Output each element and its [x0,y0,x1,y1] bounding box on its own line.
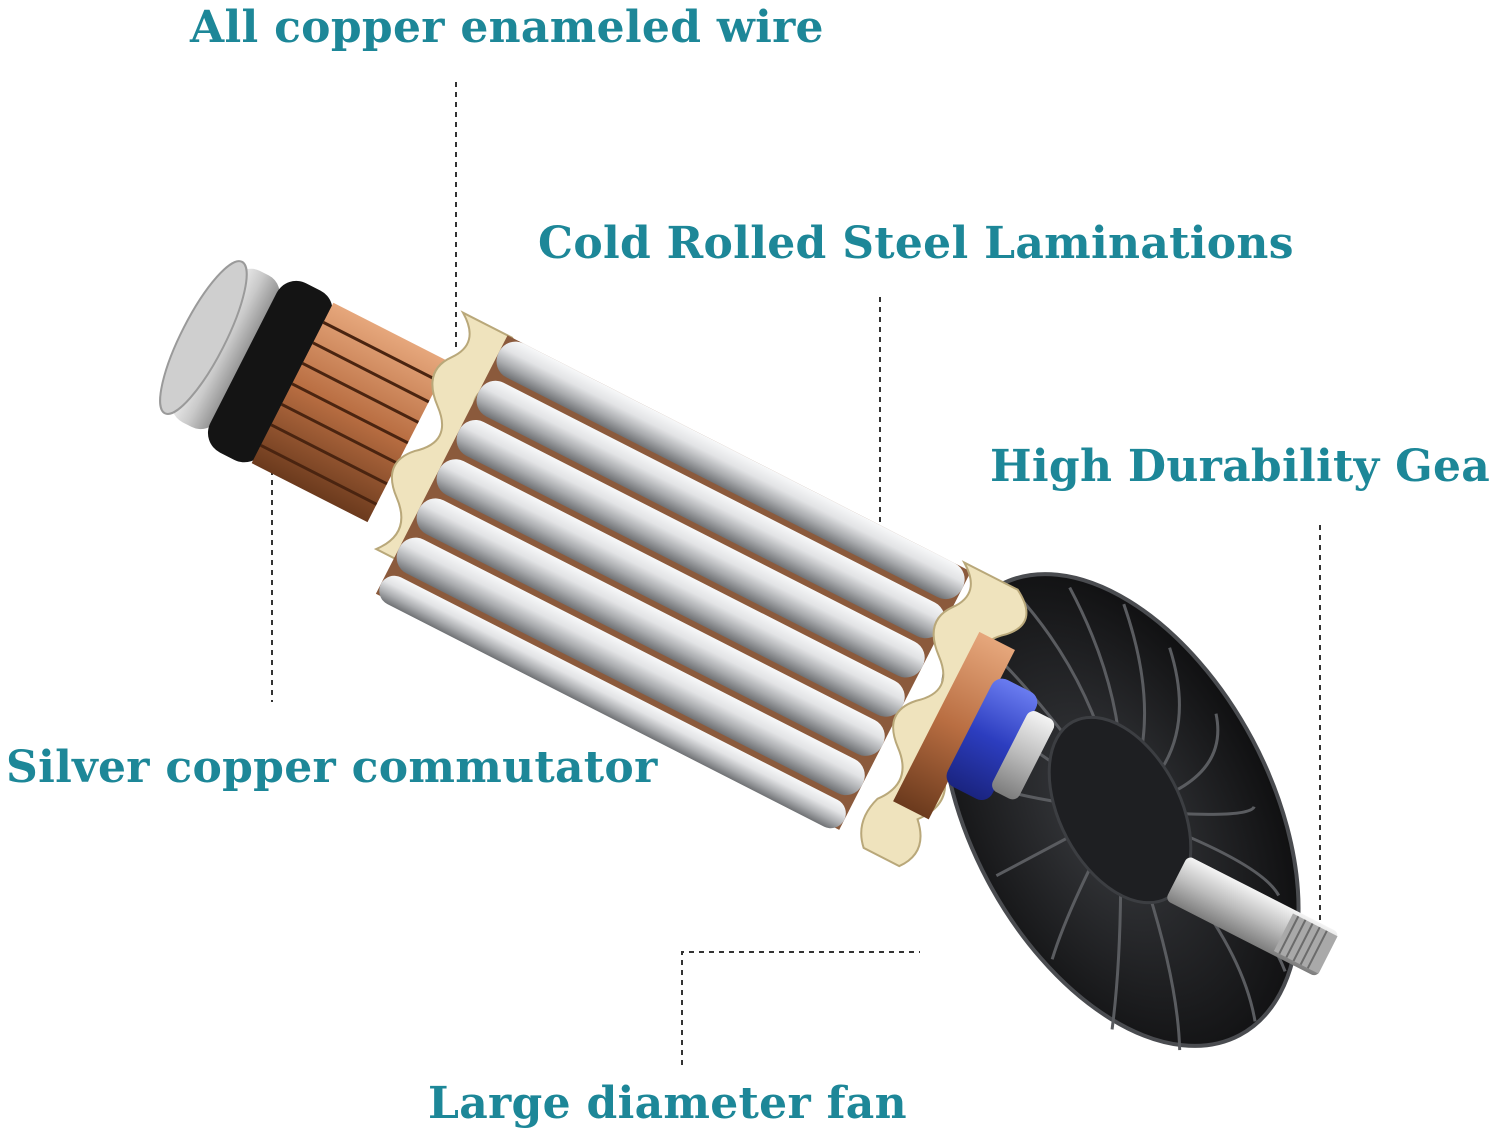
laminations [375,335,971,830]
rotor [159,260,1055,868]
blue-bearing [946,678,1038,800]
label-durability-gear: High Durability Gear [990,441,1491,492]
label-commutator: Silver copper commutator [6,742,658,793]
shaft [1167,857,1338,976]
label-steel-laminations: Cold Rolled Steel Laminations [538,218,1294,269]
label-copper-wire: All copper enameled wire [190,2,824,53]
leader-line-fan [681,951,920,1065]
commutator [251,302,450,523]
leader-lines [271,82,1321,1065]
copper-winding [893,631,1015,820]
label-fan: Large diameter fan [428,1078,907,1129]
black-ring [207,280,333,463]
